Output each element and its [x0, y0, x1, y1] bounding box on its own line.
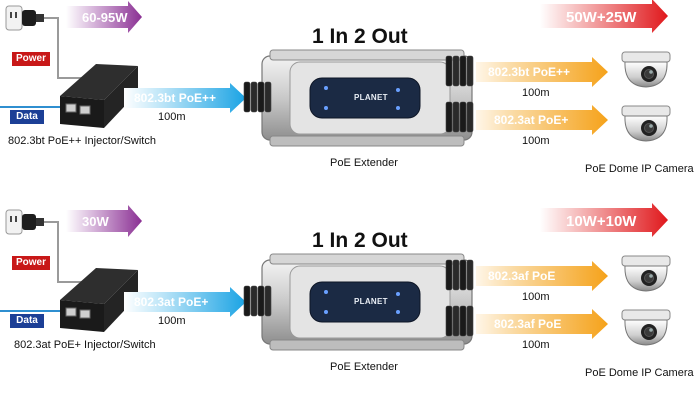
poe-injector-icon	[60, 268, 138, 332]
output-budget-label: 50W+25W	[566, 9, 637, 26]
output-connector	[445, 305, 474, 337]
power-plug-icon	[5, 5, 44, 31]
poe-extender-icon	[261, 253, 473, 351]
input-link-standard: 802.3at PoE+	[134, 295, 209, 309]
diagram-title: 1 In 2 Out	[312, 229, 408, 252]
output-standard: 802.3af PoE	[488, 269, 556, 283]
input-link-standard: 802.3bt PoE++	[134, 91, 217, 105]
output-distance: 100m	[522, 291, 550, 303]
input-power-arrow	[66, 1, 142, 33]
dome-camera-icon	[621, 51, 671, 88]
extender-brand: PLANET	[354, 297, 388, 306]
output-link-arrow	[476, 309, 608, 339]
output-link-arrow	[476, 57, 608, 87]
output-standard: 802.3bt PoE++	[488, 65, 571, 79]
data-tag: Data	[10, 314, 44, 328]
output-budget-arrow	[540, 0, 668, 33]
injector-label: 802.3at PoE+ Injector/Switch	[14, 339, 156, 351]
input-power-label: 60-95W	[82, 10, 128, 25]
input-power-label: 30W	[82, 214, 109, 229]
output-standard: 802.3af PoE	[494, 317, 562, 331]
output-distance: 100m	[522, 339, 550, 351]
injector-label: 802.3bt PoE++ Injector/Switch	[8, 135, 156, 147]
output-connector	[445, 101, 474, 133]
power-tag: Power	[12, 256, 50, 270]
dome-camera-icon	[621, 309, 671, 346]
output-link-arrow	[476, 105, 608, 135]
input-link-distance: 100m	[158, 315, 186, 327]
output-connector	[445, 55, 474, 87]
dome-camera-icon	[621, 255, 671, 292]
diagram-art	[0, 203, 671, 351]
camera-label: PoE Dome IP Camera	[585, 163, 694, 175]
input-connector	[243, 81, 272, 113]
output-standard: 802.3at PoE+	[494, 113, 569, 127]
output-budget-label: 10W+10W	[566, 213, 637, 230]
dome-camera-icon	[621, 105, 671, 142]
data-tag: Data	[10, 110, 44, 124]
output-budget-arrow	[540, 203, 668, 237]
camera-label: PoE Dome IP Camera	[585, 367, 694, 379]
power-tag: Power	[12, 52, 50, 66]
output-connector	[445, 259, 474, 291]
output-link-arrow	[476, 261, 608, 291]
extender-label: PoE Extender	[330, 157, 398, 169]
diagram-art	[0, 0, 671, 147]
power-cable	[44, 221, 90, 283]
poe-injector-icon	[60, 64, 138, 128]
input-power-arrow	[66, 205, 142, 237]
extender-brand: PLANET	[354, 93, 388, 102]
input-link-distance: 100m	[158, 111, 186, 123]
poe-extender-icon	[261, 49, 473, 147]
input-link-arrow	[124, 83, 246, 113]
output-distance: 100m	[522, 87, 550, 99]
input-link-arrow	[124, 287, 246, 317]
diagram-title: 1 In 2 Out	[312, 25, 408, 48]
input-connector	[243, 285, 272, 317]
power-cable	[44, 17, 90, 79]
extender-label: PoE Extender	[330, 361, 398, 373]
output-distance: 100m	[522, 135, 550, 147]
power-plug-icon	[5, 209, 44, 235]
